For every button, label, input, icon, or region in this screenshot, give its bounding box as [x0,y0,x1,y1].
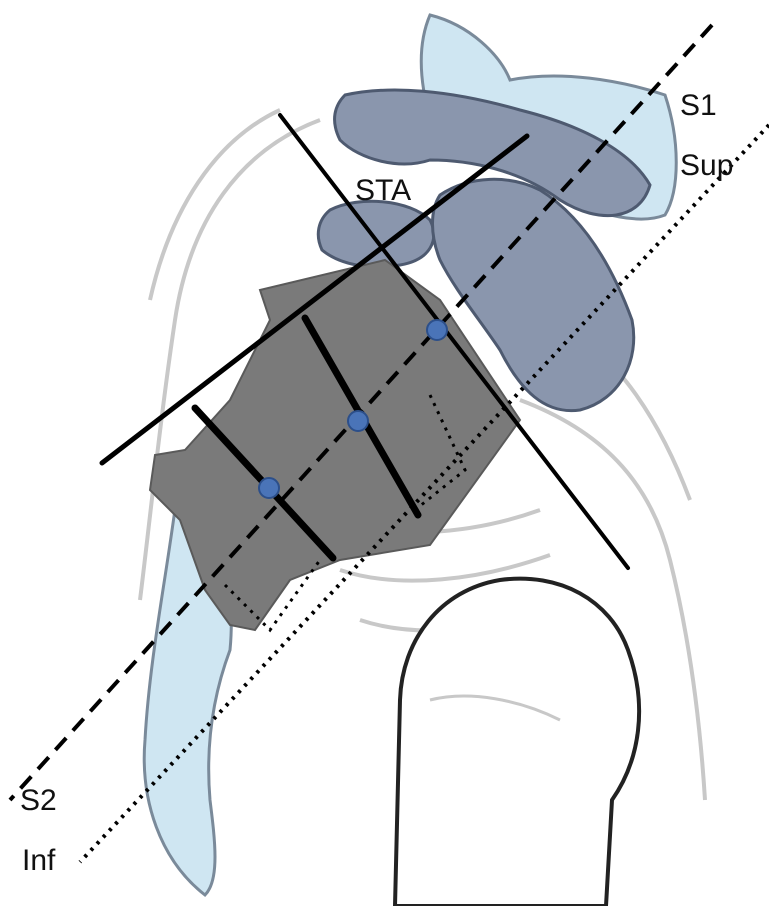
label-sta: STA [355,174,411,207]
label-s2: S2 [20,784,57,817]
label-s1: S1 [680,89,717,122]
marker-lower [259,478,279,498]
label-sup: Sup [680,149,733,182]
bone-graft [150,260,520,630]
marker-upper [427,320,447,340]
humeral-head [395,579,639,906]
marker-middle [348,411,368,431]
label-inf: Inf [22,844,56,877]
